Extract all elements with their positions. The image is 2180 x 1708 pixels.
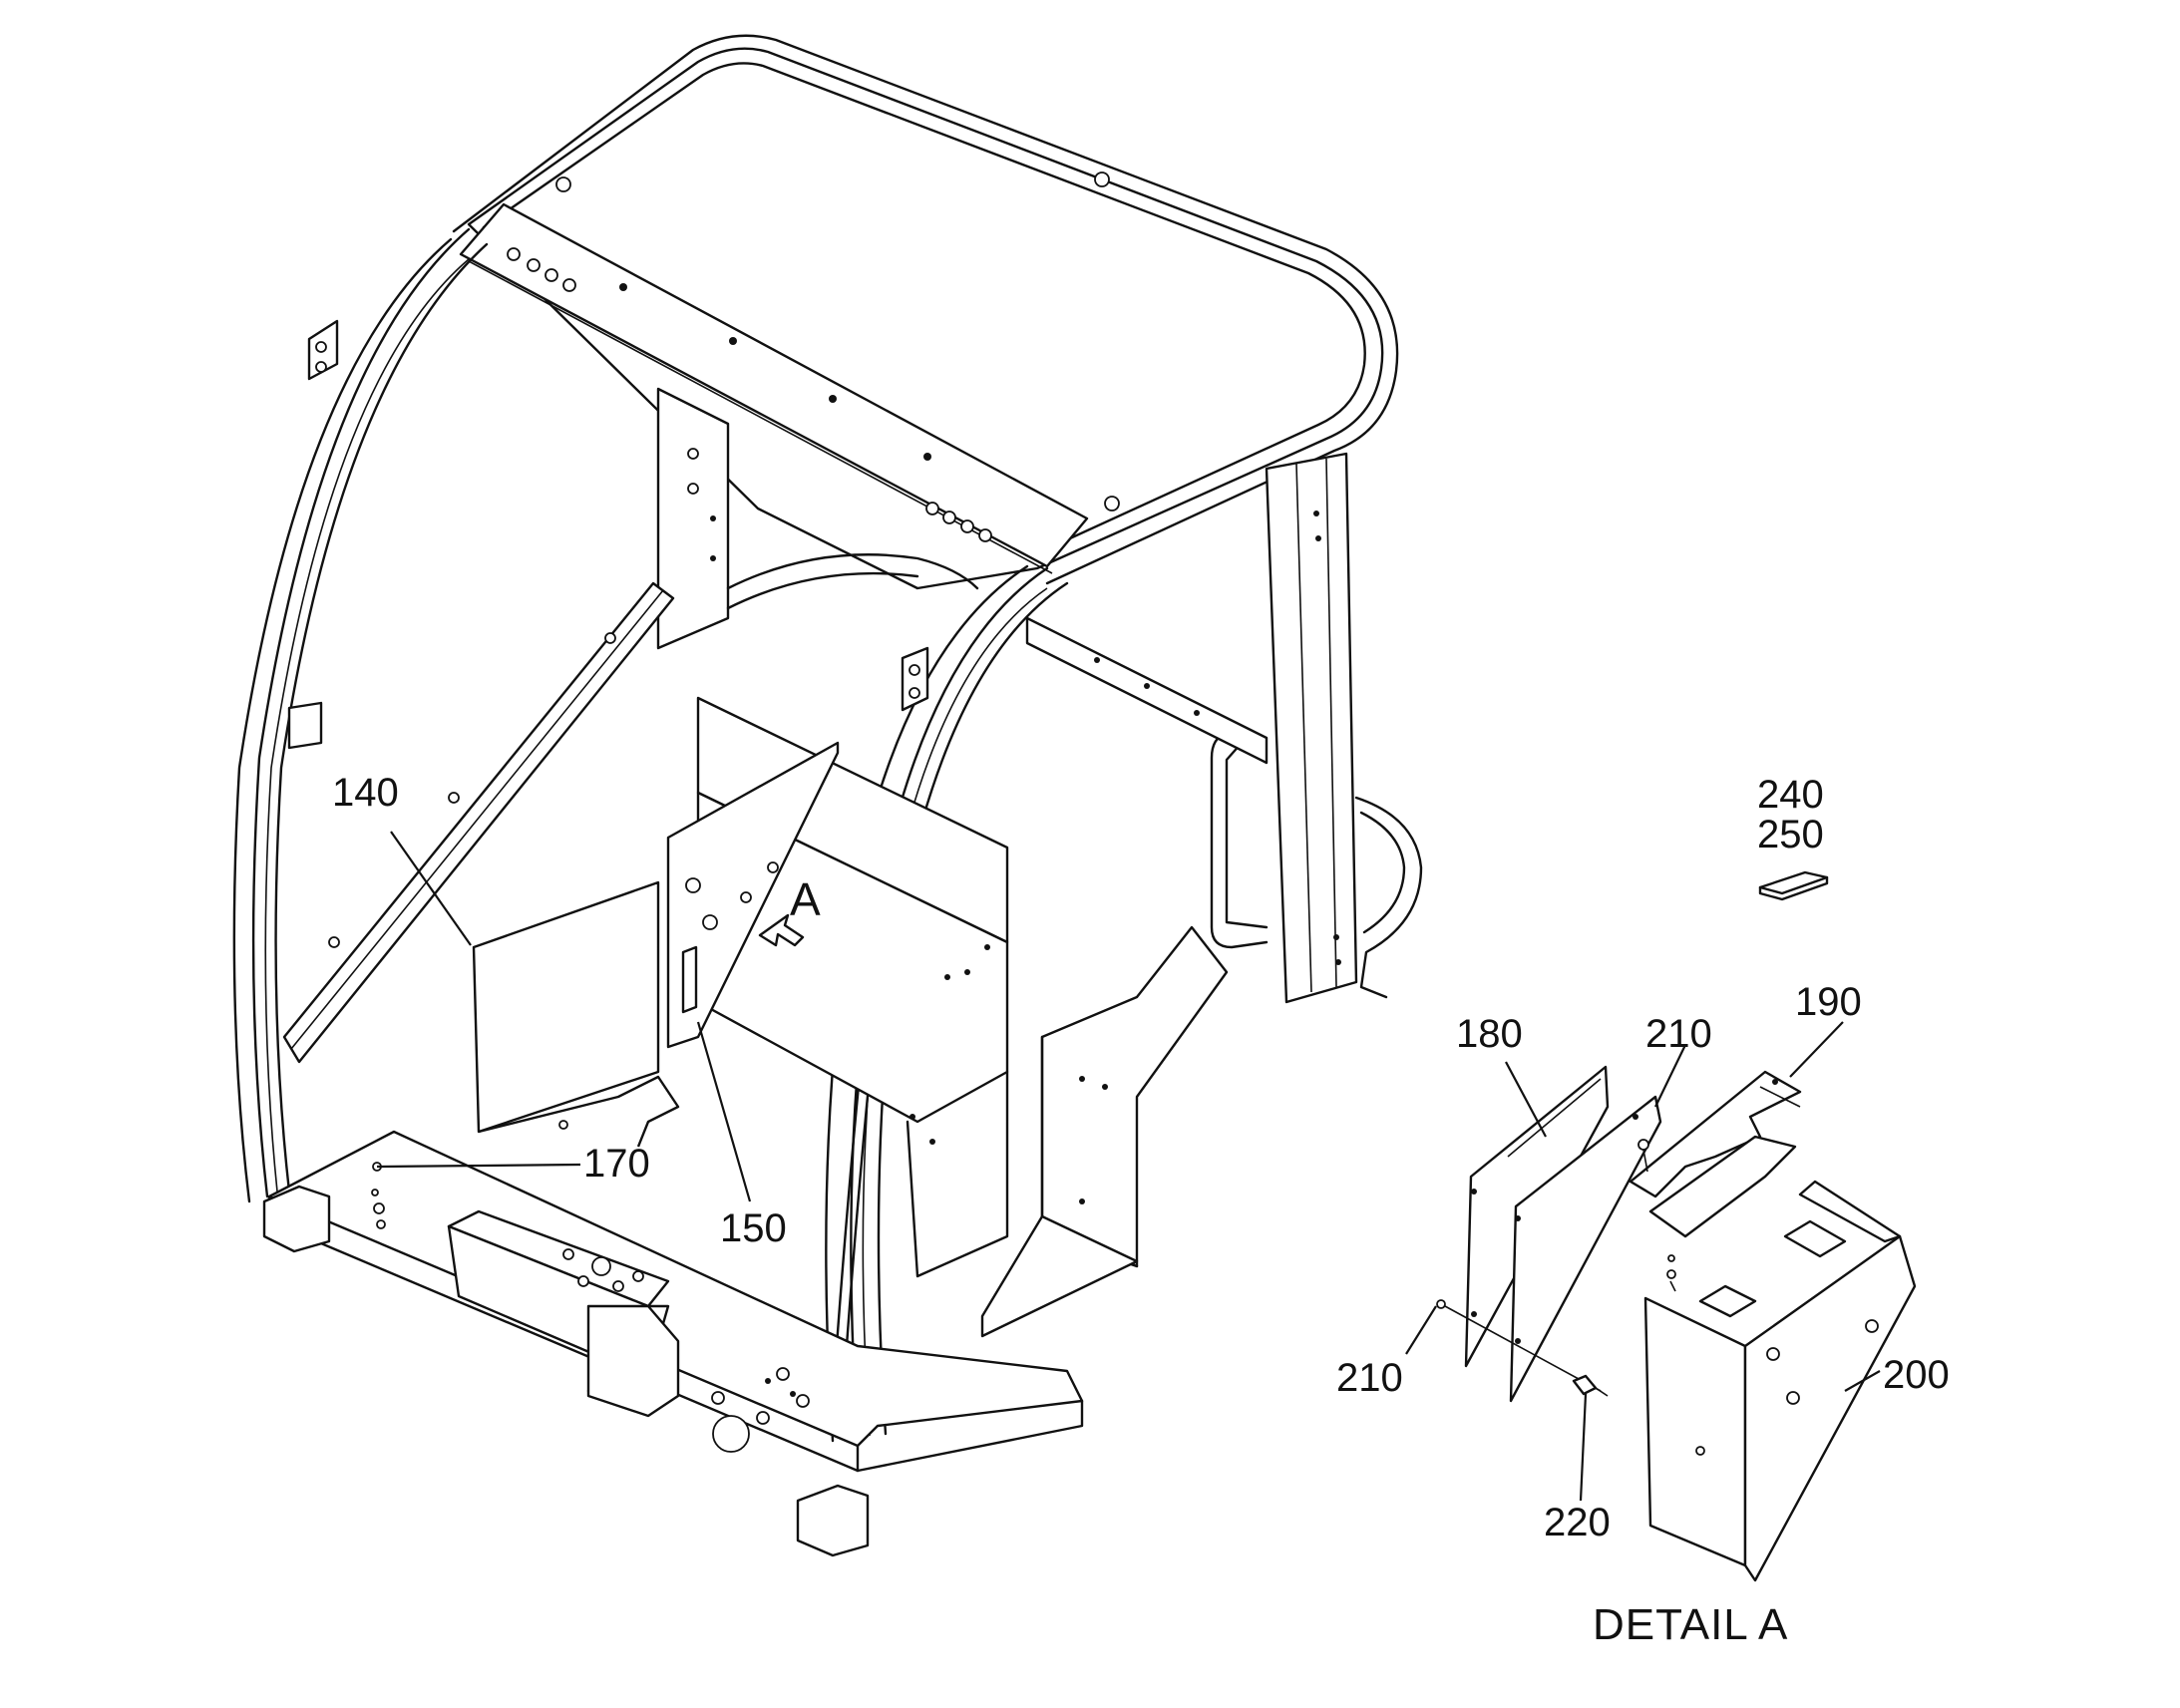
roof-rim-outer — [452, 34, 1399, 585]
label-210-top: 210 — [1645, 1012, 1712, 1056]
plate-190 — [1629, 1070, 1802, 1198]
fastener-170 — [371, 1162, 386, 1229]
pad-240-250 — [1758, 870, 1829, 895]
detail-a-arrow — [758, 913, 805, 947]
housing-200 — [1643, 1296, 1747, 1567]
bracket-150 — [666, 741, 840, 1049]
main-callouts: 140 150 170 A — [332, 771, 821, 1250]
label-220: 220 — [1544, 1501, 1611, 1544]
floor-pad-front — [796, 1484, 870, 1557]
label-150: 150 — [720, 1206, 787, 1250]
detail-a: 240 250 180 190 210 210 200 220 DETAIL A — [1336, 773, 1950, 1649]
rear-right-housing — [1354, 796, 1423, 999]
label-190: 190 — [1795, 980, 1862, 1024]
right-console — [980, 925, 1229, 1338]
roof-panel — [467, 47, 1384, 590]
label-200: 200 — [1883, 1353, 1950, 1397]
right-rear-pillar — [1265, 452, 1358, 1004]
right-side-beam — [1025, 616, 1269, 765]
left-pillar-clip — [287, 701, 323, 750]
grab-handle — [1210, 731, 1269, 949]
panel-180-back — [1509, 1095, 1662, 1403]
pedal-block — [447, 1209, 680, 1418]
label-240: 240 — [1757, 773, 1824, 817]
floor-pan — [267, 1130, 1084, 1448]
nut-220 — [1572, 1374, 1598, 1396]
header-bolts — [507, 171, 1120, 542]
detail-a-title: DETAIL A — [1593, 1600, 1788, 1649]
label-170: 170 — [583, 1142, 650, 1186]
label-140: 140 — [332, 771, 399, 815]
panel-140 — [472, 880, 660, 1134]
label-180: 180 — [1456, 1012, 1523, 1056]
front-header-beam — [459, 202, 1089, 568]
label-250: 250 — [1757, 813, 1824, 856]
rear-left-post — [656, 387, 730, 650]
floor-pad-left — [262, 1185, 331, 1253]
roof-rim-inner — [482, 62, 1366, 556]
cab-frame — [232, 34, 1423, 1557]
label-arrow-a: A — [790, 873, 821, 925]
label-210-left: 210 — [1336, 1356, 1403, 1400]
rear-arch — [726, 553, 979, 590]
right-hinge-bracket — [901, 646, 929, 712]
left-diagonal-brace — [282, 581, 675, 1064]
left-front-pillar — [251, 227, 471, 1198]
